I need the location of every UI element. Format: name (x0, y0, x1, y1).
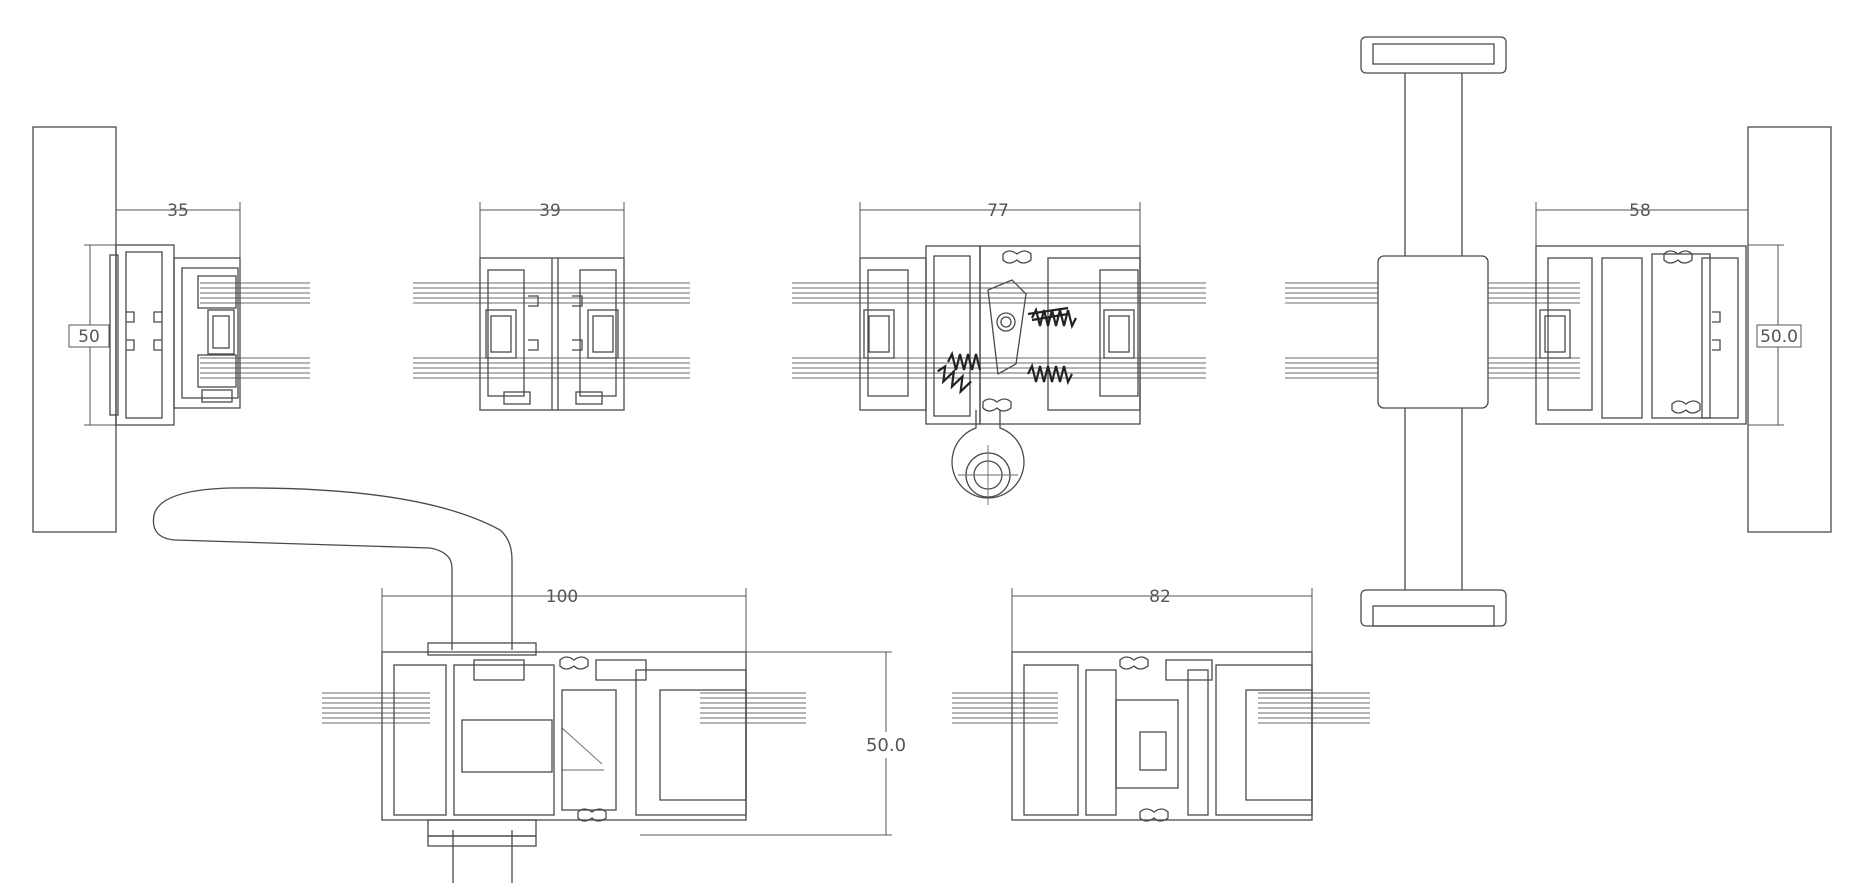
sash-meeting-profile-77 (792, 245, 1206, 505)
dim-label-58: 58 (1629, 201, 1651, 221)
dimension-35: 35 (115, 201, 241, 258)
dim-label-50-right: 50.0 (1760, 327, 1798, 347)
lever-handle (152, 487, 513, 883)
casement-profile-100 (322, 642, 806, 847)
jamb-profile-58 (1535, 245, 1747, 425)
dim-label-82: 82 (1149, 587, 1171, 607)
dim-label-50-bottom: 50.0 (866, 735, 906, 756)
bar-handle (1285, 36, 1580, 627)
dimension-50-right: 50.0 (1748, 244, 1802, 426)
dim-label-39: 39 (539, 201, 561, 221)
dimension-77: 77 (859, 201, 1141, 258)
casement-profile-82 (952, 651, 1370, 822)
dim-label-35: 35 (167, 201, 189, 221)
jamb-profile-35 (109, 244, 310, 426)
dimension-100: 100 (381, 587, 747, 652)
dimension-50-bottom: 50.0 (640, 651, 906, 836)
dimension-58: 58 (1535, 201, 1749, 246)
dimension-82: 82 (1011, 587, 1313, 652)
mullion-profile-39 (413, 257, 690, 411)
dimension-39: 39 (479, 201, 625, 258)
dimension-50-left: 50 (68, 244, 116, 426)
dim-label-100: 100 (546, 587, 578, 607)
dim-label-77: 77 (987, 201, 1009, 221)
dim-label-50-left: 50 (78, 327, 100, 347)
